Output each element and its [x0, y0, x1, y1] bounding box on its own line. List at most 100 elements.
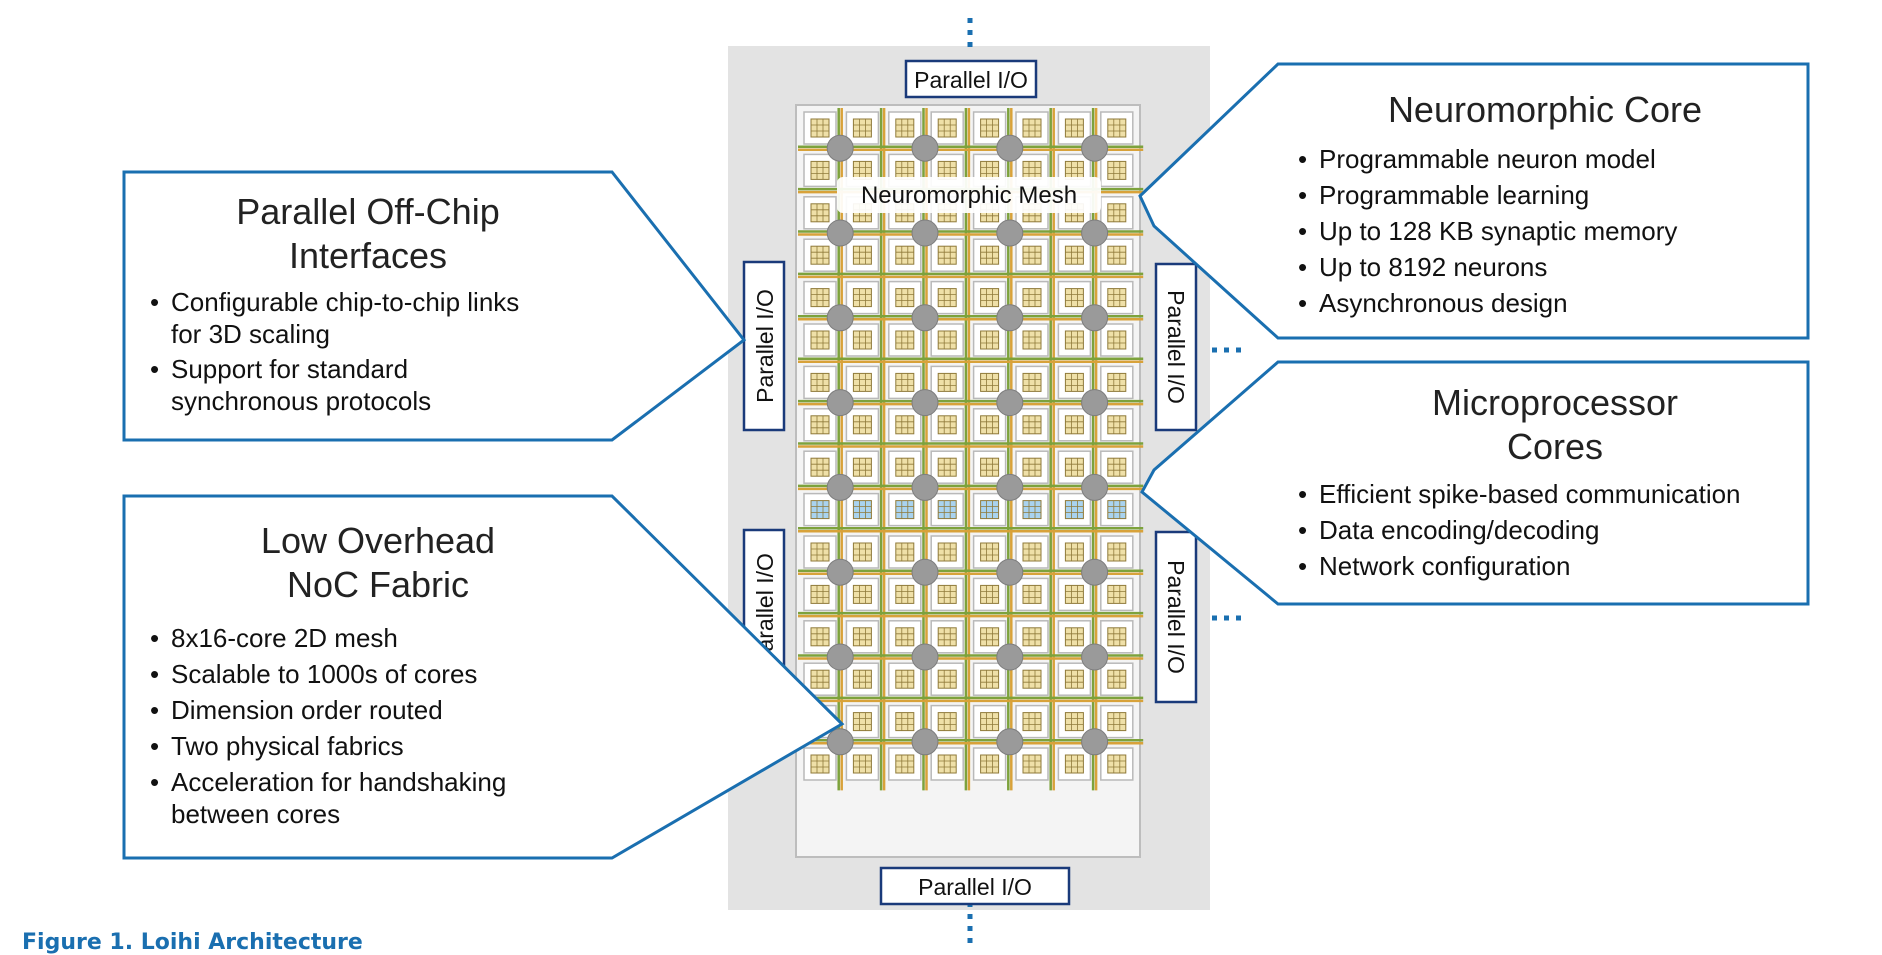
microprocessor-bullet-3: Network configuration — [1319, 551, 1570, 581]
core-die — [1107, 584, 1127, 604]
neuromorphic-core — [803, 153, 837, 188]
neuromorphic-core — [1015, 111, 1049, 145]
noc-router — [826, 643, 854, 671]
core-die — [1064, 669, 1084, 689]
neuromorphic-core — [888, 365, 922, 400]
neuromorphic-core — [972, 323, 1007, 357]
neuromorphic-core — [1015, 238, 1049, 272]
noc-router — [911, 728, 939, 756]
core-die — [810, 415, 830, 435]
neuromorphic-core — [972, 450, 1007, 484]
neuromorphic-core — [803, 535, 837, 569]
core-die — [895, 160, 915, 180]
core-die — [852, 372, 872, 392]
core-outline — [1100, 450, 1134, 484]
noc-router — [996, 643, 1024, 671]
neuromorphic-core — [1100, 747, 1134, 781]
core-outline — [1015, 111, 1049, 145]
core-die — [810, 584, 830, 604]
core-die — [1064, 584, 1084, 604]
neuromorphic-core — [1015, 620, 1049, 654]
microprocessor-core — [845, 492, 880, 527]
core-die — [937, 754, 957, 774]
neuromorphic-core — [972, 662, 1007, 696]
core-die — [895, 330, 915, 350]
callout-microprocessor-title-2: Cores — [1507, 426, 1603, 467]
noc-router — [1081, 304, 1109, 332]
core-die — [1107, 712, 1127, 732]
noc-router — [826, 558, 854, 586]
noc-router — [996, 473, 1024, 501]
parallel-io-right-upper-label: Parallel I/O — [1163, 290, 1189, 404]
neuromorphic-core — [1100, 408, 1134, 442]
neuromorphic-core — [888, 704, 922, 739]
noc-bullet-5a: Acceleration for handshaking — [171, 767, 506, 797]
neuromorphic-core — [930, 111, 964, 145]
neuromorphic-core — [930, 238, 964, 272]
bullet-marker: • — [150, 623, 159, 653]
core-die — [937, 372, 957, 392]
noc-bullet-4: Two physical fabrics — [171, 731, 404, 761]
neuromorphic-core — [1057, 662, 1092, 696]
neuromorphic-core — [845, 111, 880, 145]
core-die — [1022, 245, 1042, 265]
core-die — [1022, 415, 1042, 435]
neuromorphic-core — [1100, 662, 1134, 696]
core-die — [810, 203, 830, 223]
neuromorphic-core — [1057, 280, 1092, 315]
core-die — [1064, 330, 1084, 350]
noc-router — [1081, 643, 1109, 671]
noc-bullet-5b: between cores — [171, 799, 340, 829]
core-die — [980, 372, 1000, 392]
neuromorphic-core — [1015, 704, 1049, 739]
core-die — [852, 500, 872, 520]
neuromorphic-core — [803, 577, 837, 612]
neuromorphic-core — [1015, 280, 1049, 315]
core-die — [1107, 627, 1127, 647]
bullet-marker: • — [1298, 288, 1307, 318]
core-die — [852, 712, 872, 732]
core-die — [852, 627, 872, 647]
neuromorphic-core — [888, 408, 922, 442]
core-die — [937, 288, 957, 308]
core-die — [1064, 372, 1084, 392]
noc-bullet-3: Dimension order routed — [171, 695, 443, 725]
noc-router — [996, 728, 1024, 756]
core-die — [980, 330, 1000, 350]
neuromorphic-core — [1057, 577, 1092, 612]
neuro-core-bullet-3: Up to 128 KB synaptic memory — [1319, 216, 1677, 246]
core-die — [1064, 160, 1084, 180]
core-die — [1064, 754, 1084, 774]
noc-router — [911, 389, 939, 417]
core-die — [810, 542, 830, 562]
core-die — [810, 118, 830, 138]
neuromorphic-core — [803, 111, 837, 145]
core-die — [852, 245, 872, 265]
bullet-marker: • — [150, 767, 159, 797]
core-die — [1107, 457, 1127, 477]
microprocessor-core — [803, 492, 837, 527]
core-die — [937, 160, 957, 180]
neuromorphic-core — [845, 747, 880, 781]
bullet-marker: • — [1298, 252, 1307, 282]
core-die — [810, 457, 830, 477]
core-die — [810, 669, 830, 689]
noc-router — [1081, 558, 1109, 586]
core-die — [895, 669, 915, 689]
core-die — [1064, 712, 1084, 732]
neuromorphic-core — [845, 450, 880, 484]
bullet-marker: • — [150, 731, 159, 761]
neuromorphic-core — [930, 450, 964, 484]
neuromorphic-core — [803, 408, 837, 442]
core-die — [937, 712, 957, 732]
core-outline — [888, 662, 922, 696]
off-chip-bullet-1a: Configurable chip-to-chip links — [171, 287, 519, 317]
neuromorphic-core — [1015, 408, 1049, 442]
core-die — [1064, 542, 1084, 562]
figure-caption: Figure 1. Loihi Architecture — [22, 930, 363, 955]
neuromorphic-core — [930, 662, 964, 696]
neuromorphic-core — [930, 280, 964, 315]
bullet-marker: • — [1298, 551, 1307, 581]
neuromorphic-core — [1057, 450, 1092, 484]
neuromorphic-core — [972, 408, 1007, 442]
